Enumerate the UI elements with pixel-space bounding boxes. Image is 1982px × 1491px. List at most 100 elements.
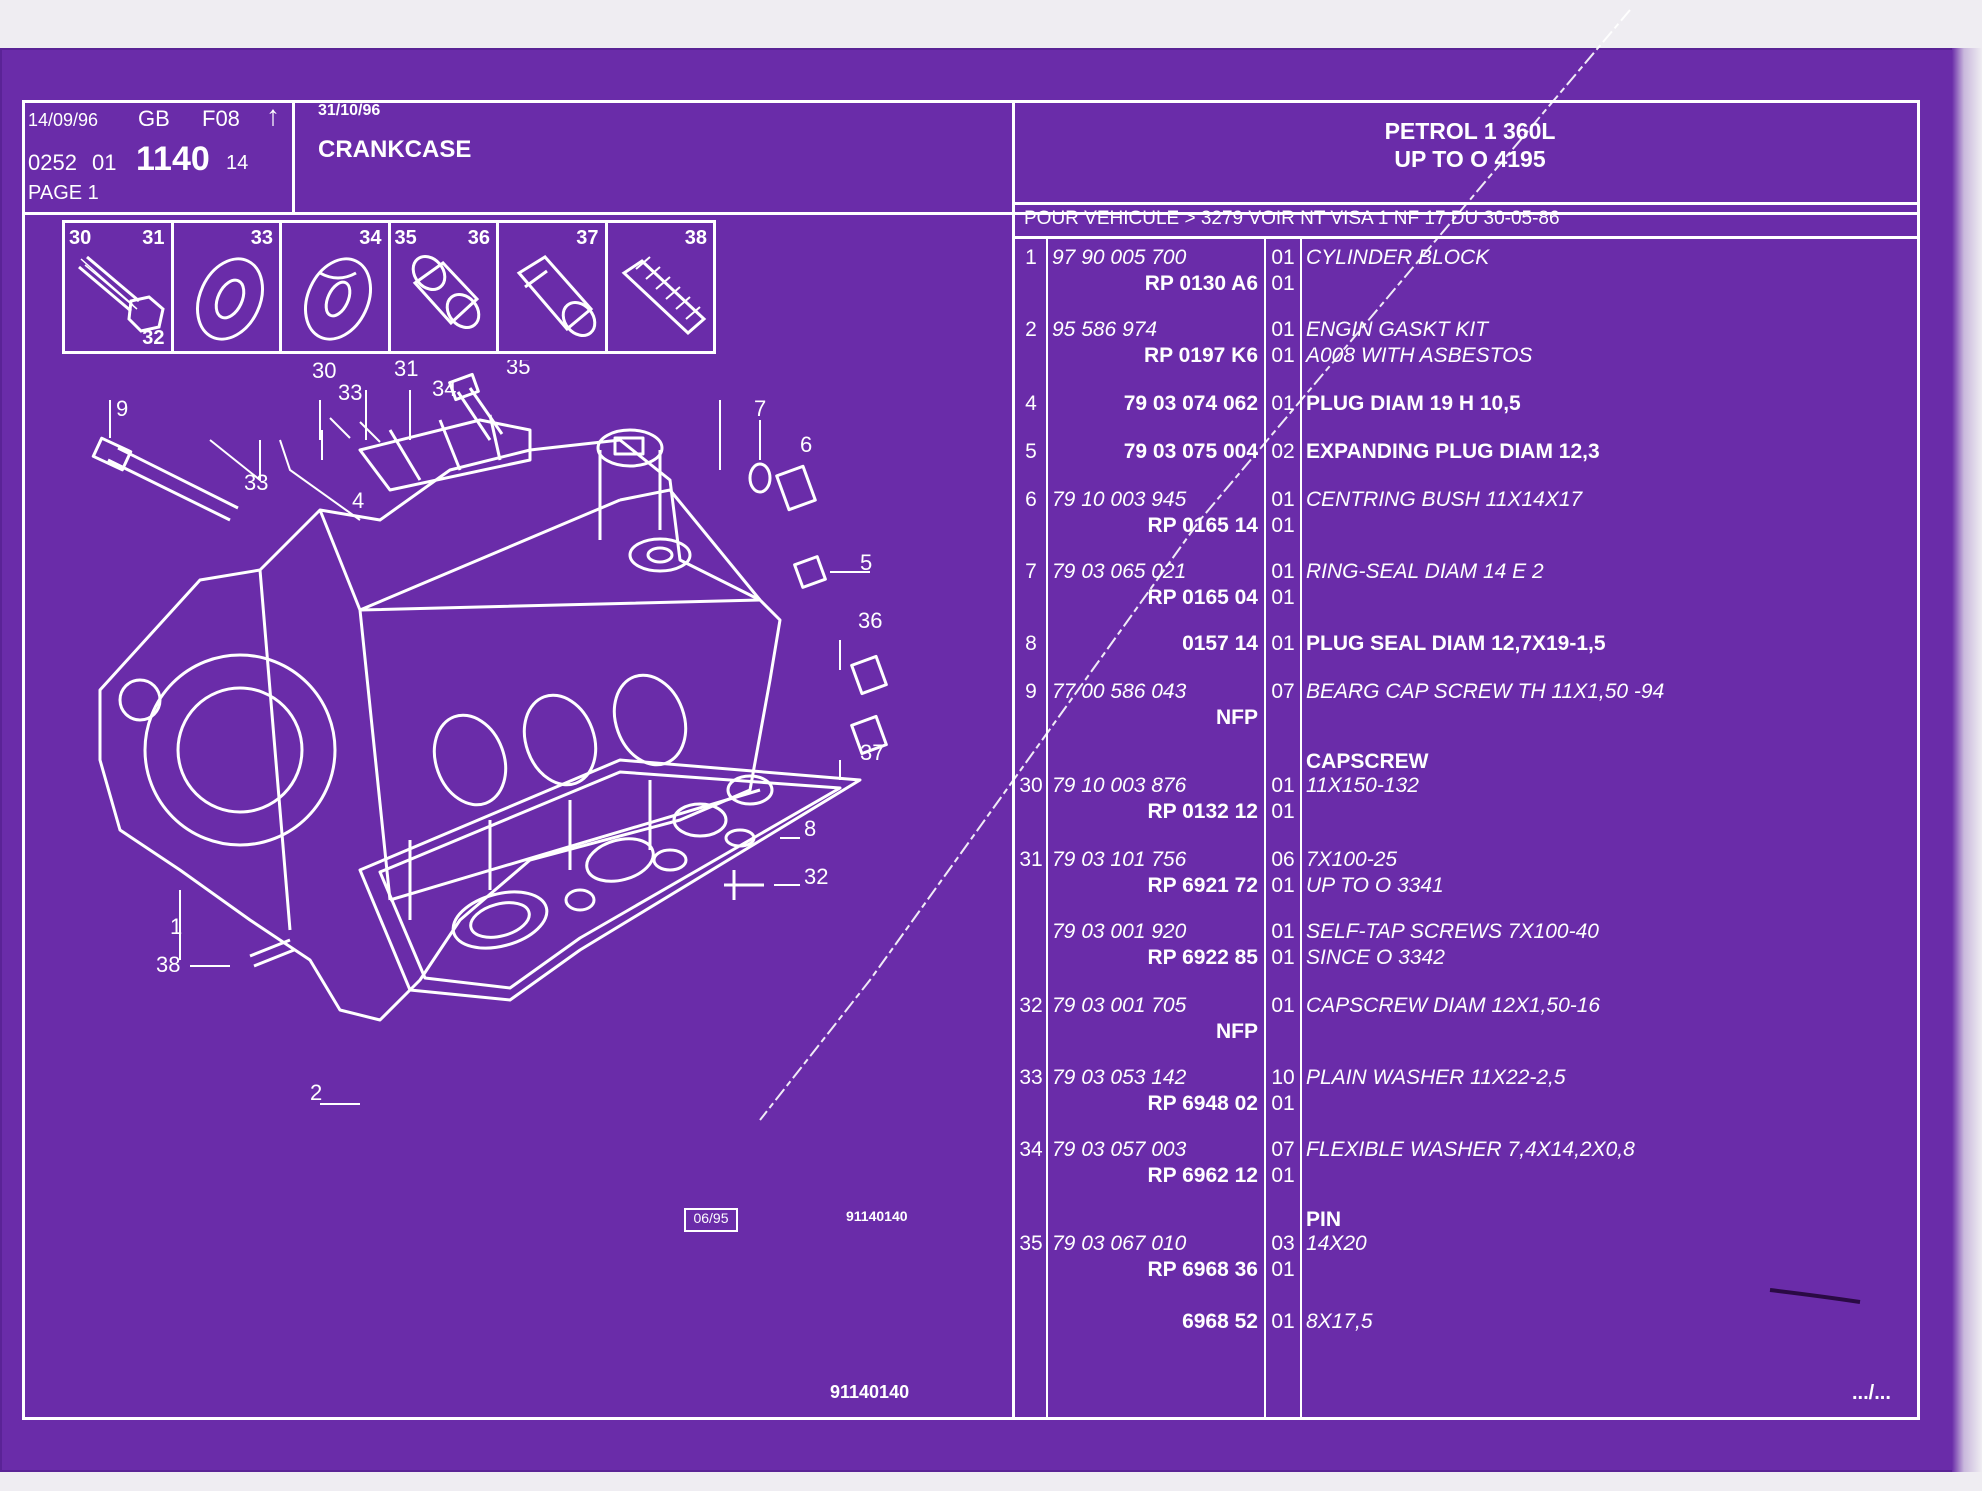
page-title: CRANKCASE [318, 136, 472, 163]
part-rp: RP 0197 K6 [1143, 344, 1258, 367]
callout-label: 32 [804, 864, 828, 889]
part-desc: 11X150-132 [1306, 774, 1419, 797]
part-rp: RP 0130 A6 [1144, 272, 1258, 295]
part-qty: 01 [1271, 272, 1295, 295]
diagram-ref-bottom: 91140140 [830, 1382, 910, 1402]
part-desc2: A008 WITH ASBESTOS [1306, 344, 1533, 367]
note-divider [1012, 236, 1920, 239]
pos-col-line [1046, 236, 1048, 1420]
part-qty: 01 [1271, 874, 1295, 897]
part-pos: 2 [1025, 318, 1037, 341]
part-qty: 01 [1271, 1258, 1295, 1281]
part-pos: 31 [1019, 848, 1043, 871]
part-ref: 0157 14 [1182, 632, 1258, 655]
engine-line1: PETROL 1 360L [1384, 118, 1556, 144]
callout-label: 38 [156, 952, 180, 977]
part-rp: RP 6921 72 [1147, 874, 1258, 897]
part-pos: 4 [1025, 392, 1037, 415]
part-ref: 79 10 003 945 [1052, 488, 1187, 511]
callout-label: 33 [244, 470, 268, 495]
part-ref: 79 10 003 876 [1052, 774, 1187, 797]
thumb-num-38: 38 [684, 227, 707, 249]
part-ref: 79 03 101 756 [1052, 848, 1187, 871]
part-qty: 01 [1271, 1310, 1295, 1333]
thumb-num-30: 30 [69, 227, 92, 249]
part-qty: 01 [1271, 246, 1295, 269]
part-ref: 97 90 005 700 [1052, 246, 1187, 269]
header-date: 14/09/96 [28, 110, 99, 130]
part-ref: 79 03 001 920 [1052, 920, 1187, 943]
vehicle-note: POUR VEHICULE > 3279 VOIR NT VISA 1 NF 1… [1024, 208, 1560, 229]
part-ref: 79 03 074 062 [1123, 392, 1258, 415]
part-qty: 01 [1271, 946, 1295, 969]
thumb-num-33: 33 [250, 227, 273, 249]
thumb-pin: 35 36 [391, 223, 499, 351]
thumb-dowel: 37 [499, 223, 608, 351]
part-desc: EXPANDING PLUG DIAM 12,3 [1306, 440, 1600, 463]
part-rp: RP 6968 36 [1147, 1258, 1258, 1281]
callout-label: 31 [394, 360, 418, 381]
part-desc: CENTRING BUSH 11X14X17 [1306, 488, 1583, 511]
part-ref: 79 03 065 021 [1052, 560, 1187, 583]
part-desc: CAPSCREW DIAM 12X1,50-16 [1306, 994, 1601, 1017]
part-pos: 35 [1019, 1232, 1043, 1255]
dowel-icon [516, 255, 597, 337]
diagram-ref-small: 91140140 [846, 1208, 908, 1224]
part-qty: 07 [1271, 680, 1295, 703]
thumb-num-35: 35 [394, 227, 417, 249]
header-divider [22, 212, 1920, 215]
washer-icon [195, 257, 264, 341]
continued-marker: .../... [1852, 1382, 1891, 1404]
part-ref: 6968 52 [1182, 1310, 1258, 1333]
part-rp: NFP [1216, 1020, 1258, 1043]
bell-housing [143, 653, 337, 847]
part-desc2: UP TO O 3341 [1306, 874, 1444, 897]
part-pos: 32 [1019, 994, 1043, 1017]
part-pos: 1 [1025, 246, 1037, 269]
part-ref: 79 03 001 705 [1052, 994, 1187, 1017]
stud-icon [621, 256, 706, 336]
part-desc: 14X20 [1306, 1232, 1367, 1255]
part-rp: RP 6948 02 [1147, 1092, 1258, 1115]
part-ref: 79 03 057 003 [1052, 1138, 1187, 1161]
engine-line2: UP TO O 4195 [1394, 146, 1546, 172]
part-qty: 01 [1271, 800, 1295, 823]
part-pos: 34 [1019, 1138, 1043, 1161]
part-ref: 79 03 075 004 [1123, 440, 1258, 463]
thumb-num-36: 36 [467, 227, 490, 249]
callout-label: 1 [170, 914, 182, 939]
callout-label: 33 [338, 380, 362, 405]
flexible-washer-icon [304, 257, 372, 341]
part-pos: 30 [1019, 774, 1043, 797]
part-desc: RING-SEAL DIAM 14 E 2 [1306, 560, 1544, 583]
part-desc: PIN [1306, 1208, 1342, 1231]
header-code: F08 [202, 106, 240, 131]
part-pos: 7 [1025, 560, 1037, 583]
part-pos: 5 [1025, 440, 1037, 463]
part-ref: 77 00 586 043 [1052, 680, 1187, 703]
part-qty: 01 [1271, 994, 1295, 1017]
engine-divider [1012, 202, 1920, 205]
pin-icon [411, 255, 480, 329]
thumb-num-37: 37 [576, 227, 599, 249]
header-ref-c: 14 [226, 152, 249, 174]
part-qty: 01 [1271, 488, 1295, 511]
part-rp: RP 0165 04 [1147, 586, 1258, 609]
thumb-num-31: 31 [142, 227, 165, 249]
part-desc: 7X100-25 [1306, 848, 1398, 871]
part-pos: 9 [1025, 680, 1037, 703]
part-qty: 07 [1271, 1138, 1295, 1161]
bolt-icon [78, 255, 165, 333]
callout-label: 35 [506, 360, 530, 379]
part-desc: CYLINDER BLOCK [1306, 246, 1490, 269]
part-qty: 01 [1271, 632, 1295, 655]
callout-label: 2 [310, 1080, 322, 1105]
part-rp: NFP [1216, 706, 1258, 729]
part-desc: PLUG DIAM 19 H 10,5 [1306, 392, 1521, 415]
header-lang: GB [138, 106, 170, 131]
part-rp: RP 6962 12 [1147, 1164, 1258, 1187]
header-ref-main: 1140 [136, 140, 210, 178]
callout-label: 34 [432, 376, 456, 401]
part-rp: RP 6922 85 [1147, 946, 1258, 969]
